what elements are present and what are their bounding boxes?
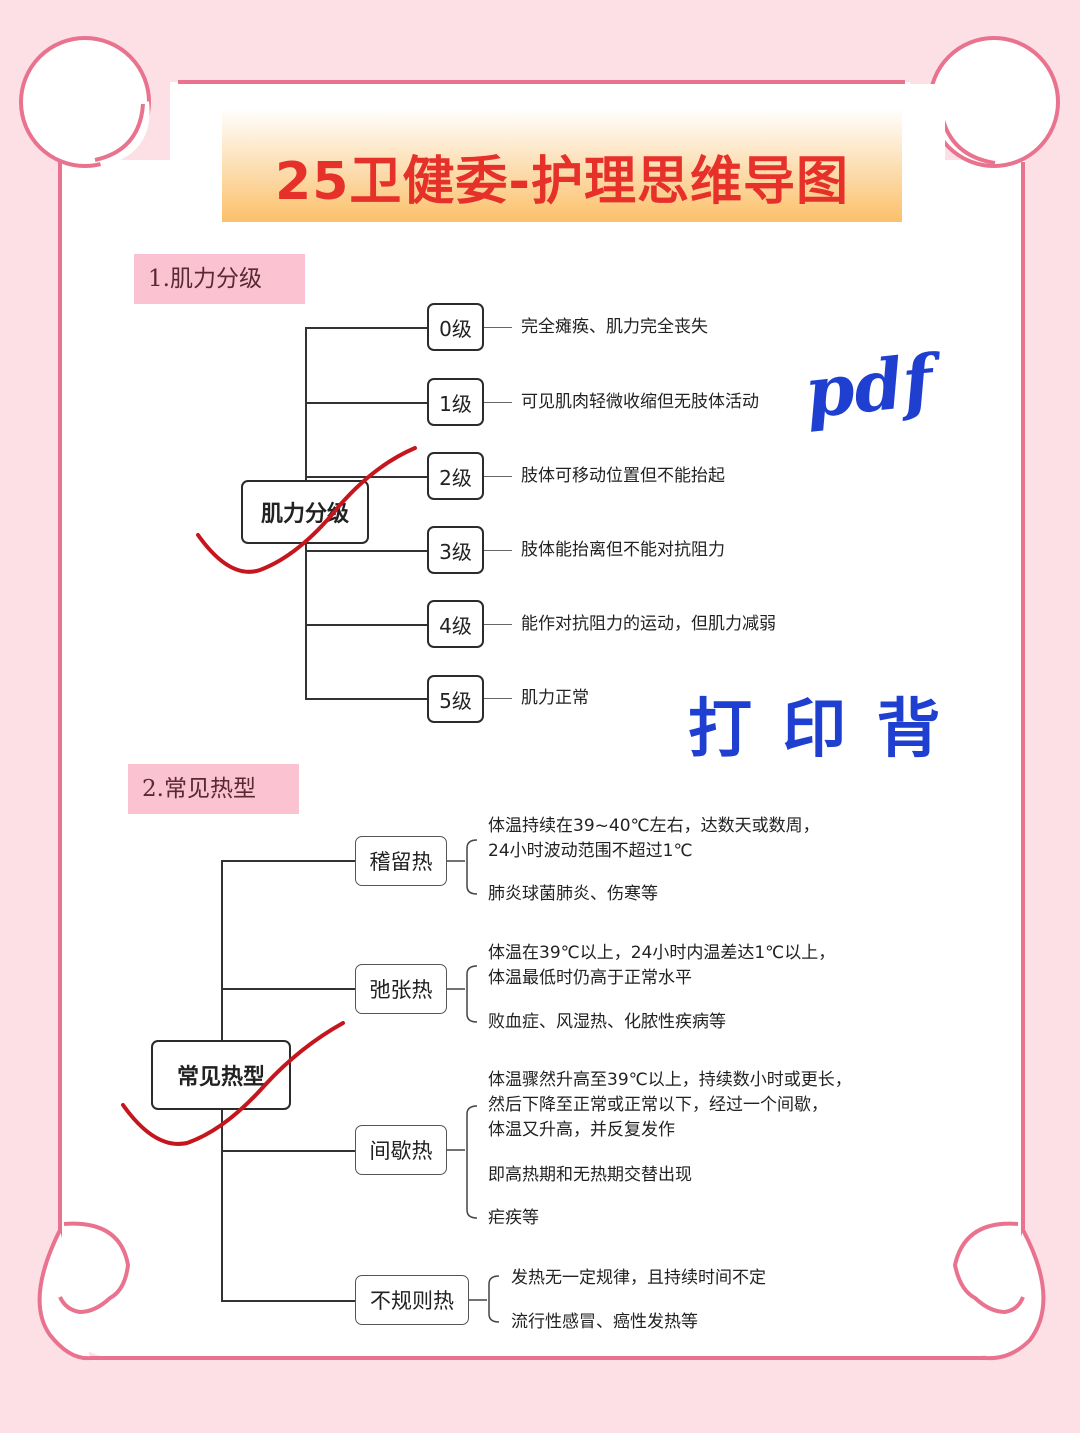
connector xyxy=(221,860,355,862)
root-node-fever-types: 常见热型 xyxy=(151,1040,291,1110)
connector xyxy=(221,1300,355,1302)
grade-node-5: 5级 xyxy=(427,675,484,723)
fever-desc-line: 然后下降至正常或正常以下，经过一个间歇， xyxy=(488,1095,828,1115)
fever-desc: 体温骤然升高至39℃以上，持续数小时或更长， 然后下降至正常或正常以下，经过一个… xyxy=(488,1068,852,1143)
connector xyxy=(484,402,512,404)
connector xyxy=(305,402,428,404)
fever-node-irregular: 不规则热 xyxy=(355,1275,469,1325)
connector xyxy=(221,988,355,990)
connector xyxy=(305,698,428,700)
connector xyxy=(484,624,512,626)
fever-disease-examples: 流行性感冒、癌性发热等 xyxy=(511,1312,698,1332)
connector xyxy=(305,624,428,626)
page-title: 25卫健委-护理思维导图 xyxy=(275,152,849,212)
bracket-connectors xyxy=(447,839,487,1301)
connector xyxy=(305,550,428,552)
fever-node-continued: 稽留热 xyxy=(355,836,447,886)
fever-desc: 即高热期和无热期交替出现 xyxy=(488,1165,692,1185)
fever-node-remittent: 弛张热 xyxy=(355,964,447,1014)
grade-node-2: 2级 xyxy=(427,452,484,500)
title-banner xyxy=(222,108,902,222)
section-tag-muscle-strength: 1.肌力分级 xyxy=(134,254,305,304)
fever-desc-line: 体温最低时仍高于正常水平 xyxy=(488,968,692,988)
grade-node-3: 3级 xyxy=(427,526,484,574)
connector xyxy=(484,476,512,478)
connector xyxy=(484,327,512,329)
grade-node-4: 4级 xyxy=(427,600,484,648)
fever-disease-examples: 肺炎球菌肺炎、伤寒等 xyxy=(488,884,658,904)
fever-desc-line: 24小时波动范围不超过1℃ xyxy=(488,841,693,861)
grade-desc-0: 完全瘫痪、肌力完全丧失 xyxy=(521,317,708,337)
grade-node-1: 1级 xyxy=(427,378,484,426)
bracket-connector xyxy=(488,1275,500,1323)
grade-desc-4: 能作对抗阻力的运动，但肌力减弱 xyxy=(521,614,776,634)
fever-desc: 发热无一定规律，且持续时间不定 xyxy=(511,1268,766,1288)
section-tag-fever-types: 2.常见热型 xyxy=(128,764,299,814)
fever-desc-line: 体温又升高，并反复发作 xyxy=(488,1120,675,1140)
grade-node-0: 0级 xyxy=(427,303,484,351)
fever-disease-examples: 败血症、风湿热、化脓性疾病等 xyxy=(488,1012,726,1032)
fever-disease-examples: 疟疾等 xyxy=(488,1208,539,1228)
fever-desc: 体温在39℃以上，24小时内温差达1℃以上， 体温最低时仍高于正常水平 xyxy=(488,941,835,991)
fever-desc: 体温持续在39~40℃左右，达数天或数周， 24小时波动范围不超过1℃ xyxy=(488,814,820,864)
red-check-mark-icon xyxy=(196,446,417,574)
fever-node-intermittent: 间歇热 xyxy=(355,1125,447,1175)
handwritten-print-note: 打 印 背 xyxy=(688,692,945,767)
root-node-muscle-strength: 肌力分级 xyxy=(241,480,369,544)
grade-desc-1: 可见肌肉轻微收缩但无肢体活动 xyxy=(521,392,759,412)
red-check-mark-icon xyxy=(121,1021,345,1146)
grade-desc-5: 肌力正常 xyxy=(521,688,589,708)
fever-desc-line: 体温在39℃以上，24小时内温差达1℃以上， xyxy=(488,943,836,963)
connector xyxy=(484,550,512,552)
fever-desc-line: 体温骤然升高至39℃以上，持续数小时或更长， xyxy=(488,1070,852,1090)
fever-desc-line: 体温持续在39~40℃左右，达数天或数周， xyxy=(488,816,820,836)
connector xyxy=(305,327,428,329)
grade-desc-2: 肢体可移动位置但不能抬起 xyxy=(521,466,725,486)
grade-desc-3: 肢体能抬离但不能对抗阻力 xyxy=(521,540,725,560)
handwritten-pdf-note: pdf xyxy=(801,338,938,435)
connector xyxy=(484,698,512,700)
connector xyxy=(221,1150,355,1152)
